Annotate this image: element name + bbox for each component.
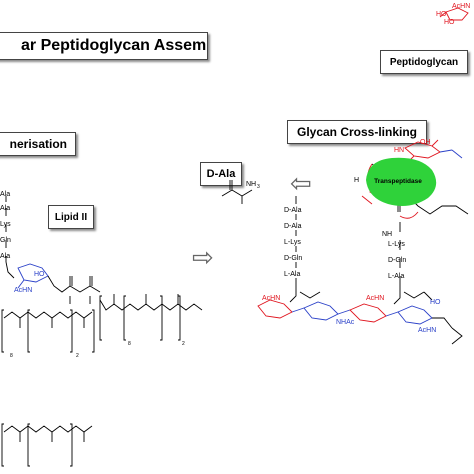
left-sugar-ho: HO	[34, 271, 45, 278]
peptidoglycan-label: Peptidoglycan	[389, 56, 459, 68]
left-peptide-1: Ala	[0, 191, 10, 198]
glycan-ho: HO	[430, 299, 441, 306]
lipid-chain-upper	[1, 294, 203, 353]
dala-fragment	[221, 180, 253, 204]
top-sugar-fragment	[439, 7, 469, 21]
diagram-title: ar Peptidoglycan Assembly	[21, 37, 207, 54]
middle-peptide-4: D-Gln	[284, 255, 302, 262]
title-box: ar Peptidoglycan Assembly	[0, 32, 208, 60]
top-sugar-ho-2: HO	[444, 19, 455, 26]
left-peptide-4: Gln	[0, 237, 11, 244]
right-peptide-1: L-Lys	[388, 241, 405, 248]
left-sugar	[5, 261, 101, 304]
glycan-achn-2: AcHN	[366, 295, 384, 302]
glycan-achn-3: AcHN	[418, 327, 436, 334]
crosslinking-box: Glycan Cross-linking	[287, 120, 427, 144]
top-sugar-ho-1: HO	[436, 11, 447, 18]
peptidoglycan-box: Peptidoglycan	[380, 50, 468, 74]
glycan-achn-1: AcHN	[262, 295, 280, 302]
middle-peptide-2: D-Ala	[284, 223, 302, 230]
right-peptide-3: L-Ala	[388, 273, 404, 280]
crosslink-oh: OH	[420, 139, 431, 146]
left-lipid-n8: 8	[10, 353, 13, 359]
dala-box: D-Ala	[200, 162, 242, 186]
middle-peptide-5: L-Ala	[284, 271, 300, 278]
transpeptidase-label: Transpeptidase	[374, 178, 422, 185]
middle-peptide-1: D-Ala	[284, 207, 302, 214]
left-lipid-n2: 2	[76, 353, 79, 359]
dala-nh3-sub: 3	[257, 184, 260, 190]
left-lipid-n2b: 2	[182, 341, 185, 347]
left-sugar-achn: AcHN	[14, 287, 32, 294]
forward-arrow-icon: ⇨	[192, 242, 214, 272]
transpeptidase-enzyme: Transpeptidase	[366, 157, 437, 206]
lipid-ii-box: Lipid II	[48, 205, 94, 229]
lipid-chain-lower	[1, 423, 93, 467]
left-peptide-3: Lys	[0, 221, 11, 228]
left-peptide-5: Ala	[0, 253, 10, 260]
glycan-nhac: NHAc	[336, 319, 355, 326]
crosslink-nh: NH	[382, 231, 392, 238]
polymerisation-label: nerisation	[9, 137, 67, 151]
crosslinking-label: Glycan Cross-linking	[296, 125, 418, 139]
crosslink-sugar	[404, 139, 463, 163]
dala-nh3: NH	[246, 181, 256, 188]
polymerisation-box: nerisation	[0, 132, 76, 156]
crosslink-h: H	[354, 177, 359, 184]
backward-arrow-icon: ⇦	[290, 168, 312, 198]
top-sugar-achn: AcHN	[452, 3, 470, 10]
dala-label: D-Ala	[206, 168, 236, 180]
crosslink-hn: HN	[394, 147, 404, 154]
glycan-strand	[257, 286, 463, 345]
left-peptide-2: Ala	[0, 205, 10, 212]
left-lipid-n8b: 8	[128, 341, 131, 347]
lipid-ii-label: Lipid II	[54, 211, 88, 223]
right-peptide-2: D-Gln	[388, 257, 406, 264]
middle-peptide-3: L-Lys	[284, 239, 301, 246]
